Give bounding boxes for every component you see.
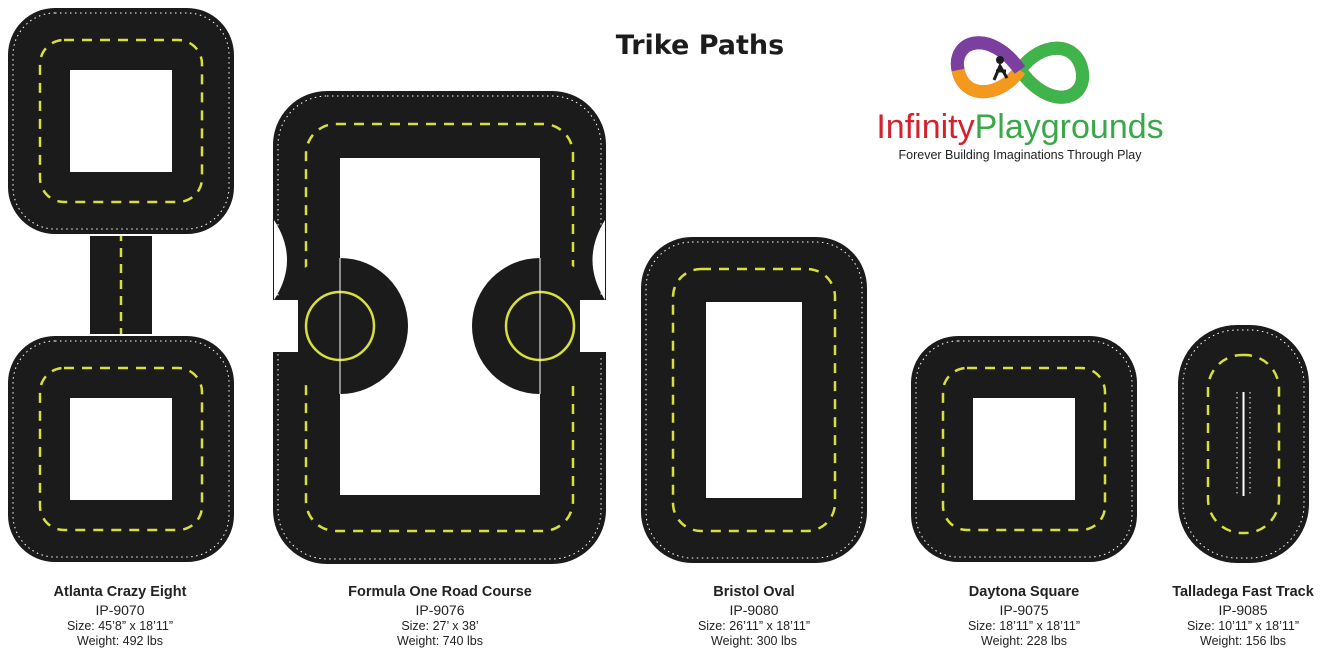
product-weight: Weight: 300 lbs: [711, 634, 797, 649]
product-size: Size: 26’11” x 18’11”: [697, 618, 811, 633]
caption-bristol-oval: Bristol Oval IP-9080 Size: 26’11” x 18’1…: [634, 584, 874, 649]
product-weight: Weight: 228 lbs: [981, 634, 1067, 649]
logo-wordmark: InfinityPlaygrounds: [860, 108, 1180, 147]
track-talladega-fast-track: [1176, 323, 1311, 565]
page-title: Trike Paths: [615, 30, 785, 61]
caption-daytona-square: Daytona Square IP-9075 Size: 18’11” x 18…: [904, 584, 1144, 649]
product-size: Size: 18’11” x 18’11”: [967, 618, 1081, 633]
product-size: Size: 27’ x 38’: [401, 618, 479, 633]
logo-tagline: Forever Building Imaginations Through Pl…: [898, 148, 1142, 162]
product-weight: Weight: 156 lbs: [1200, 634, 1286, 649]
caption-atlanta-crazy-eight: Atlanta Crazy Eight IP-9070 Size: 45’8” …: [0, 584, 240, 649]
caption-formula-one-road-course: Formula One Road Course IP-9076 Size: 27…: [320, 584, 560, 649]
track-bristol-oval: [639, 235, 869, 565]
track-formula-one-road-course: [268, 89, 610, 566]
product-code: IP-9076: [415, 601, 465, 618]
product-name: Bristol Oval: [713, 584, 795, 600]
product-size: Size: 45’8” x 18’11”: [66, 618, 174, 633]
product-code: IP-9075: [999, 601, 1049, 618]
logo-word-playgrounds: Playgrounds: [974, 108, 1164, 146]
product-name: Formula One Road Course: [348, 584, 532, 600]
infinity-symbol-icon: [950, 36, 1090, 104]
product-name: Atlanta Crazy Eight: [53, 584, 187, 600]
product-size: Size: 10’11” x 18’11”: [1186, 618, 1300, 633]
product-name: Daytona Square: [968, 584, 1080, 600]
product-name: Talladega Fast Track: [1172, 584, 1314, 600]
infinity-playgrounds-logo: InfinityPlaygrounds Forever Building Ima…: [860, 34, 1180, 174]
product-code: IP-9080: [729, 601, 779, 618]
product-weight: Weight: 740 lbs: [397, 634, 483, 649]
track-atlanta-crazy-eight: [6, 6, 236, 564]
logo-word-infinity: Infinity: [876, 108, 975, 146]
product-code: IP-9070: [95, 601, 145, 618]
product-weight: Weight: 492 lbs: [77, 634, 163, 649]
product-code: IP-9085: [1218, 601, 1268, 618]
caption-talladega-fast-track: Talladega Fast Track IP-9085 Size: 10’11…: [1123, 584, 1320, 649]
track-daytona-square: [909, 334, 1139, 564]
